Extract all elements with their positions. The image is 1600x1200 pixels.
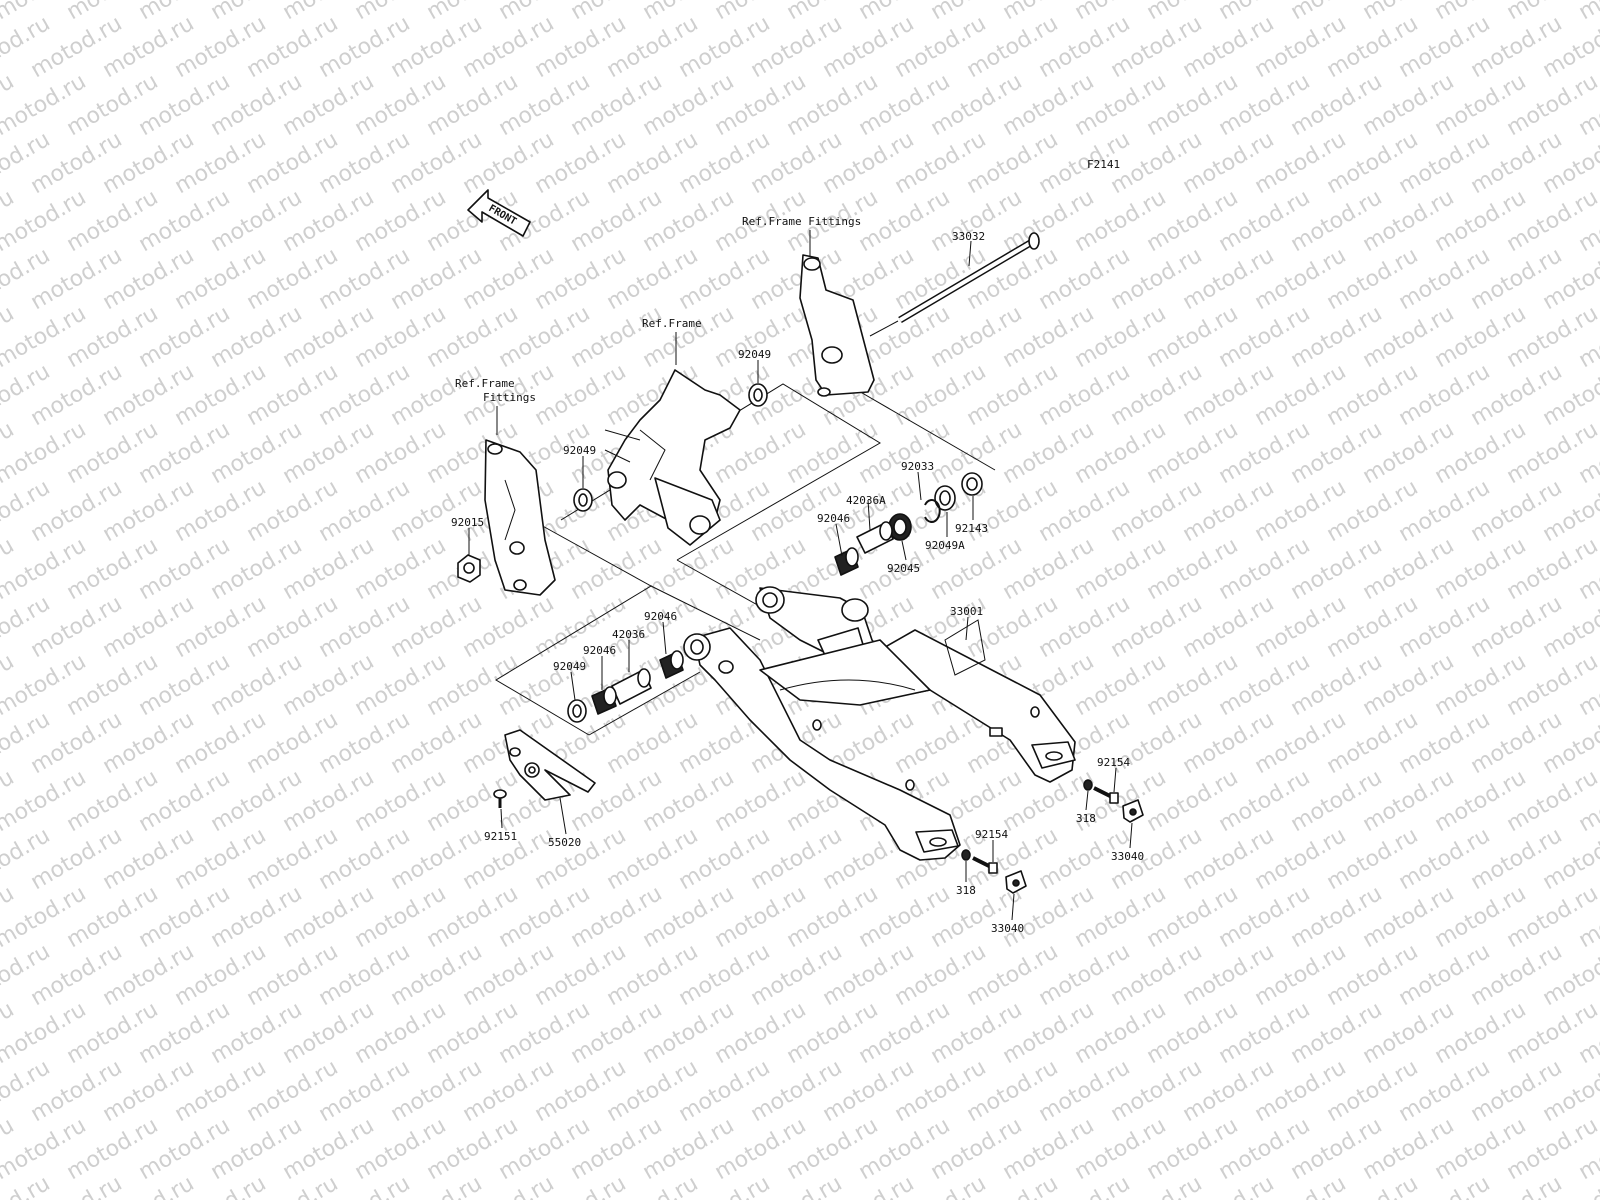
nut-318-left bbox=[961, 849, 971, 861]
callout-label: 92049A bbox=[925, 539, 965, 552]
callout-label: 318 bbox=[1076, 812, 1096, 825]
pivot-shaft-33032 bbox=[869, 232, 1040, 337]
ref-frame: Ref.Frame bbox=[642, 317, 702, 330]
callout-label: 92143 bbox=[955, 522, 988, 535]
callout-label: 92151 bbox=[484, 830, 517, 843]
callout-label: 92154 bbox=[975, 828, 1008, 841]
callout-label: 92015 bbox=[451, 516, 484, 529]
callout-label: 92046 bbox=[583, 644, 616, 657]
callout-label: 33040 bbox=[1111, 850, 1144, 863]
ref-frame-fittings-left-1: Ref.Frame bbox=[455, 377, 515, 390]
callout-label: 33040 bbox=[991, 922, 1024, 935]
frame-fittings-right bbox=[799, 254, 875, 397]
swingarm-33001 bbox=[683, 586, 1076, 861]
callout-label: 42036A bbox=[846, 494, 886, 507]
callout-label: 92033 bbox=[901, 460, 934, 473]
callout-label: 318 bbox=[956, 884, 976, 897]
callout-label: 92046 bbox=[817, 512, 850, 525]
figure-code: F2141 bbox=[1087, 158, 1120, 171]
chain-adjusters bbox=[961, 779, 1144, 894]
chain-slider-55020 bbox=[493, 729, 596, 808]
frame-fittings-left bbox=[484, 439, 556, 596]
ref-leaders bbox=[496, 230, 811, 435]
callout-label: 92045 bbox=[887, 562, 920, 575]
nut-318-right bbox=[1083, 779, 1093, 791]
main-frame-section bbox=[604, 369, 741, 546]
watermark-text: motod.ru bbox=[1575, 0, 1600, 25]
callout-label: 42036 bbox=[612, 628, 645, 641]
callout-leaders bbox=[468, 240, 1133, 921]
callout-label: 92154 bbox=[1097, 756, 1130, 769]
callout-labels: 33032 92049 92049 92015 92033 92143 4203… bbox=[451, 230, 1144, 935]
callout-label: 55020 bbox=[548, 836, 581, 849]
callout-label: 92049 bbox=[563, 444, 596, 457]
ref-frame-fittings-left-2: Fittings bbox=[483, 391, 536, 404]
callout-label: 92046 bbox=[644, 610, 677, 623]
small-parts bbox=[457, 383, 983, 723]
ref-frame-fittings-right: Ref.Frame Fittings bbox=[742, 215, 861, 228]
circlip-92033 bbox=[924, 499, 941, 523]
callout-label: 92049 bbox=[553, 660, 586, 673]
callout-label: 92049 bbox=[738, 348, 771, 361]
callout-label: 33001 bbox=[950, 605, 983, 618]
callout-label: 33032 bbox=[952, 230, 985, 243]
